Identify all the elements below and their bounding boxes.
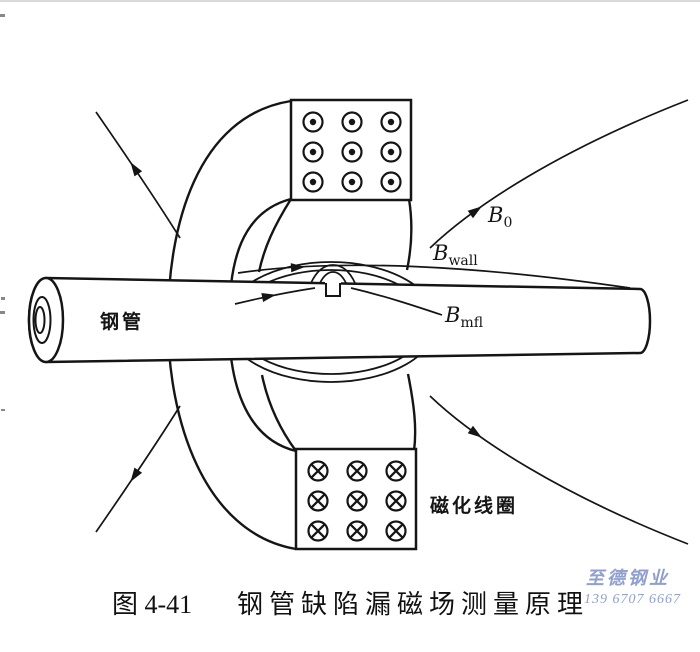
pipe-bore-outer xyxy=(32,296,52,344)
arrowhead-icon xyxy=(126,467,143,485)
leakage-field-outer xyxy=(310,264,356,284)
figure-caption: 图 4-41 钢管缺陷漏磁场测量原理 xyxy=(112,590,589,619)
scan-artifacts xyxy=(0,0,700,411)
b-wall-label: Bwall xyxy=(432,241,478,269)
wall-flux-line xyxy=(237,264,631,289)
scan-artifact xyxy=(1,297,5,300)
watermark: 至德钢业 139 6707 6667 xyxy=(584,568,681,607)
yoke-link-bottom-right xyxy=(406,373,417,452)
notch-mask xyxy=(325,280,341,297)
bottom-magnetizing-coil xyxy=(294,447,418,551)
wall-flux-and-leakage xyxy=(234,262,631,316)
bmfl-leader-line xyxy=(350,287,443,316)
steel-pipe xyxy=(27,276,652,364)
scan-artifact xyxy=(0,14,5,17)
yoke-link-bottom-left xyxy=(260,374,297,452)
arrowhead-icon xyxy=(467,202,485,219)
b-mfl-label: Bmfl xyxy=(444,303,483,331)
caption-title: 钢管缺陷漏磁场测量原理 xyxy=(237,590,589,619)
pipe-label: 钢管 xyxy=(100,310,144,333)
watermark-brand: 至德钢业 xyxy=(586,568,670,588)
magnetizing-coil-label: 磁化线圈 xyxy=(430,494,518,517)
diagram-labels: 钢管 磁化线圈 B0 Bwall Bmfl xyxy=(100,203,518,517)
field-line-bottom-right xyxy=(429,395,689,545)
defect-notch xyxy=(325,283,341,297)
scan-edge-line xyxy=(0,0,700,2)
field-line-bottom-left xyxy=(95,405,181,533)
yoke-link-top-left xyxy=(257,198,293,273)
external-field-lines xyxy=(95,99,689,545)
arrowhead-icon xyxy=(126,159,143,177)
watermark-phone: 139 6707 6667 xyxy=(584,592,681,607)
inner-flux-line-left xyxy=(234,287,316,305)
leakage-field-inner xyxy=(319,271,347,284)
field-line-top-left xyxy=(95,111,181,239)
top-magnetizing-coil xyxy=(289,98,413,202)
caption-number: 图 4-41 xyxy=(112,590,192,619)
pipe-bore-inner xyxy=(34,306,46,334)
arrowhead-icon xyxy=(467,425,485,442)
yoke-link-top-right xyxy=(405,198,413,271)
scan-artifact xyxy=(1,409,5,411)
field-line-top-right-b0 xyxy=(429,99,689,249)
scan-artifact xyxy=(0,311,5,314)
b0-label: B0 xyxy=(487,203,512,231)
